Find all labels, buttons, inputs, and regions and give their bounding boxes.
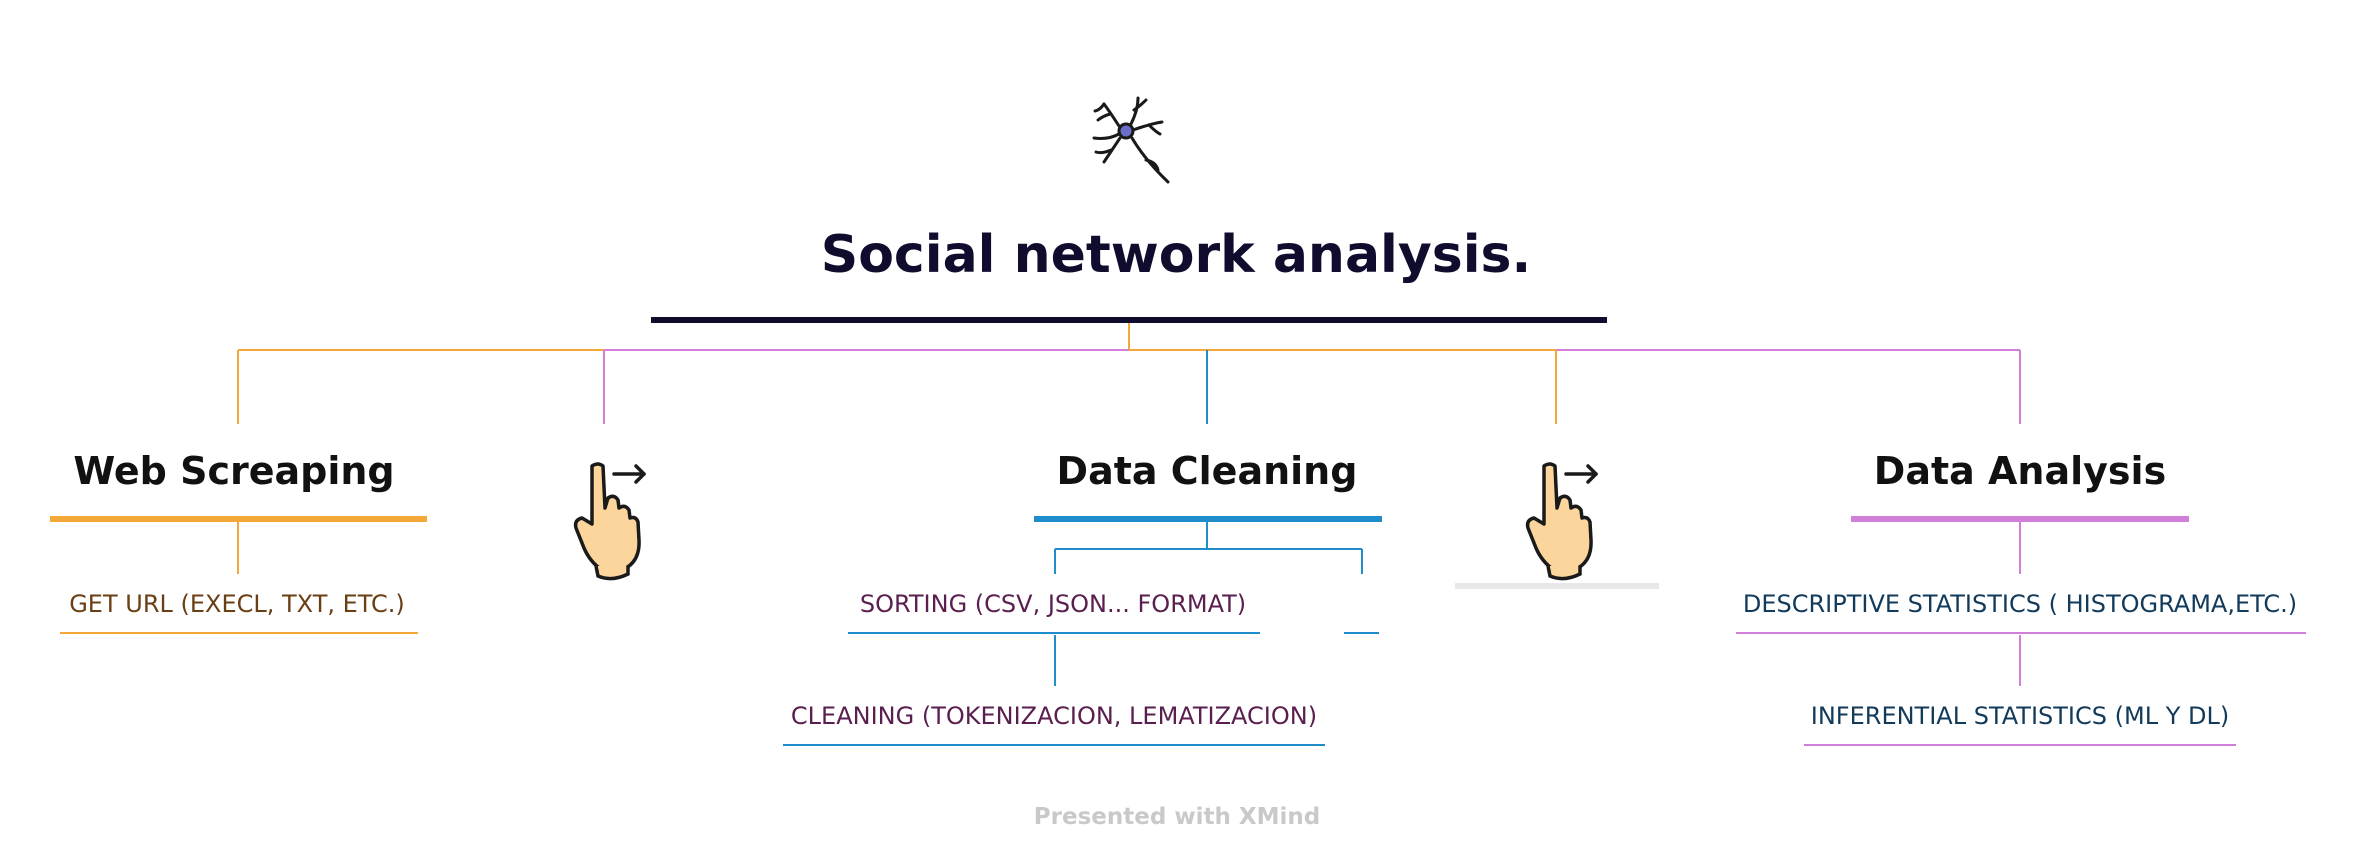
neuron-icon (1092, 96, 1170, 184)
footer-credit: Presented with XMind (1034, 804, 1320, 830)
leaf-inferential-statistics[interactable]: INFERENTIAL STATISTICS (ML Y DL) (1811, 702, 2229, 730)
branch-data-cleaning[interactable]: Data Cleaning (1057, 449, 1358, 493)
root-title[interactable]: Social network analysis. (821, 225, 1531, 285)
pointing-hand-arrow-icon (1525, 462, 1598, 581)
branch-web-scraping[interactable]: Web Screaping (73, 449, 394, 493)
branch-data-analysis[interactable]: Data Analysis (1874, 449, 2166, 493)
leaf-get-url[interactable]: GET URL (EXECL, TXT, ETC.) (69, 590, 405, 618)
pointing-hand-arrow-icon (573, 462, 646, 581)
leaf-descriptive-statistics[interactable]: DESCRIPTIVE STATISTICS ( HISTOGRAMA,ETC.… (1743, 590, 2297, 618)
leaf-sorting[interactable]: SORTING (CSV, JSON... FORMAT) (860, 590, 1246, 618)
leaf-cleaning[interactable]: CLEANING (TOKENIZACION, LEMATIZACION) (791, 702, 1317, 730)
